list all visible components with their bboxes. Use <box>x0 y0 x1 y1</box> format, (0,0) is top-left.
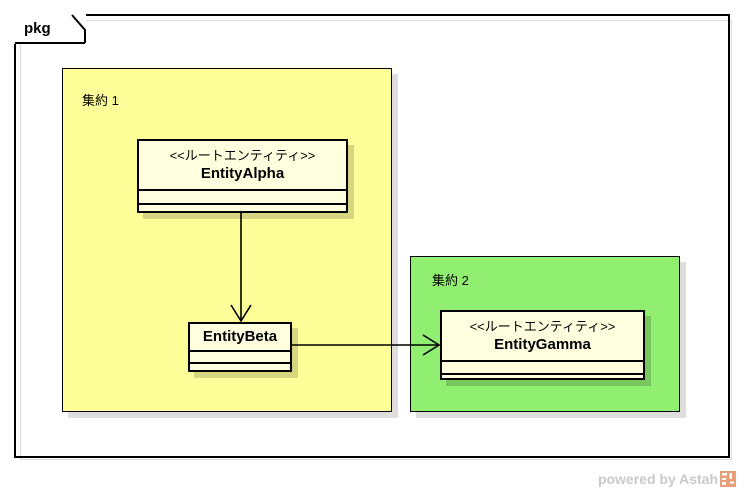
package-frame[interactable] <box>14 14 730 458</box>
entity-gamma-name: EntityGamma <box>494 336 591 353</box>
entity-alpha-header: <<ルートエンティティ>> EntityAlpha <box>139 141 346 191</box>
aggregate-region-1-label: 集約 1 <box>82 93 119 108</box>
entity-gamma-stereotype: <<ルートエンティティ>> <box>469 319 616 334</box>
entity-alpha-attributes <box>139 191 346 205</box>
watermark-text: powered by Astah <box>597 471 718 487</box>
class-box-entity-gamma[interactable]: <<ルートエンティティ>> EntityGamma <box>440 310 645 380</box>
aggregate-region-2-label: 集約 2 <box>432 273 469 288</box>
entity-beta-attributes <box>190 352 290 364</box>
entity-alpha-operations <box>139 205 346 219</box>
class-box-entity-beta[interactable]: EntityBeta <box>188 322 292 372</box>
entity-beta-name: EntityBeta <box>202 328 278 345</box>
entity-gamma-operations <box>442 375 643 388</box>
class-box-entity-alpha[interactable]: <<ルートエンティティ>> EntityAlpha <box>137 139 348 213</box>
entity-gamma-attributes <box>442 362 643 375</box>
entity-alpha-stereotype: <<ルートエンティティ>> <box>169 148 316 163</box>
package-label: pkg <box>24 20 51 37</box>
astah-logo-icon <box>720 471 736 487</box>
entity-alpha-name: EntityAlpha <box>200 165 285 182</box>
entity-beta-header: EntityBeta <box>190 324 290 352</box>
package-tab[interactable] <box>14 14 86 44</box>
entity-gamma-header: <<ルートエンティティ>> EntityGamma <box>442 312 643 362</box>
watermark: powered by Astah <box>598 471 736 487</box>
entity-beta-operations <box>190 364 290 376</box>
